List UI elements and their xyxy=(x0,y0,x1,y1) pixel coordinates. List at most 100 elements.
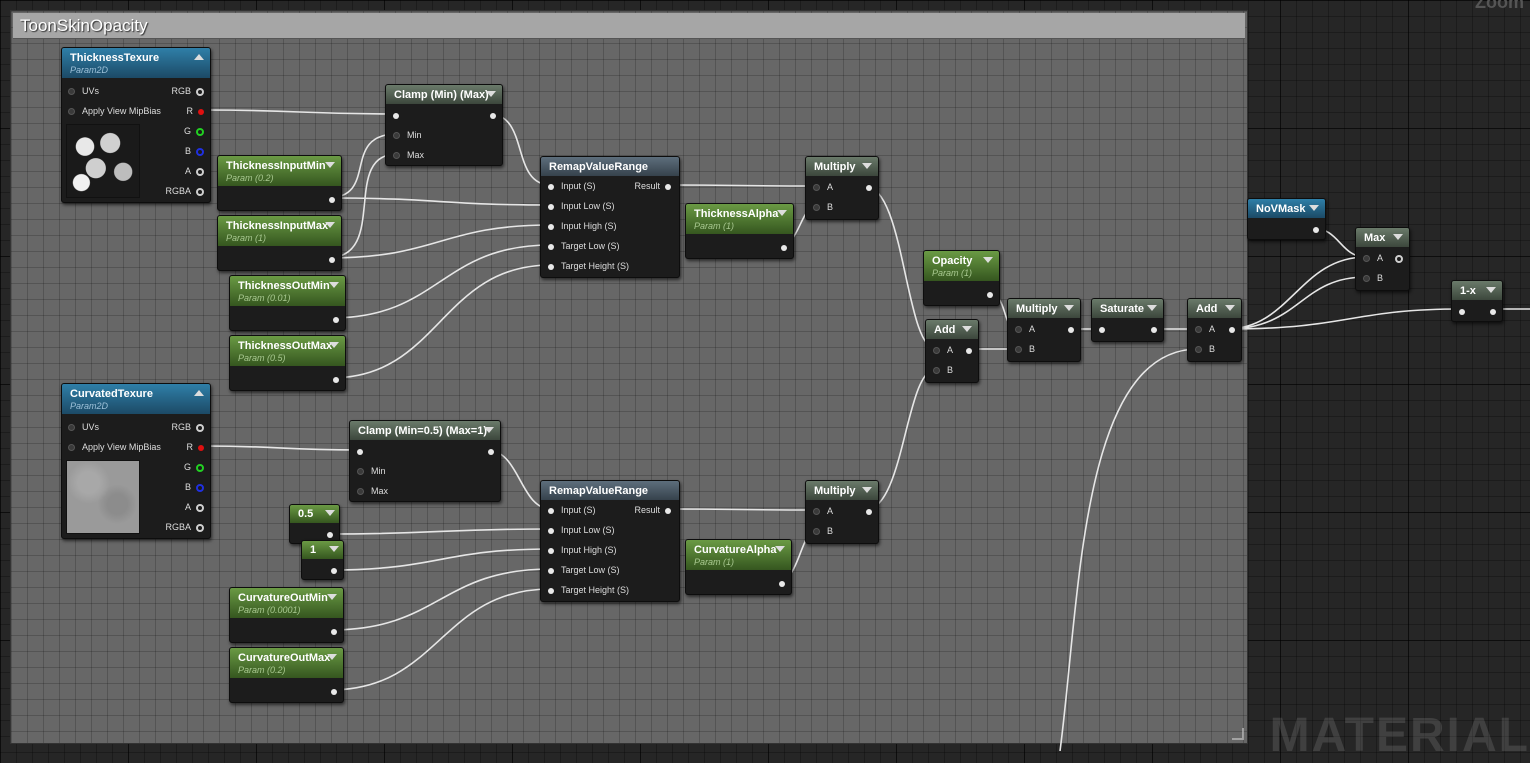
b-input-pin[interactable]: B xyxy=(1015,343,1035,355)
collapse-arrow-icon[interactable] xyxy=(327,654,337,660)
multiply-node[interactable]: Multiply A B xyxy=(1007,298,1081,362)
collapse-arrow-icon[interactable] xyxy=(325,222,335,228)
input-pin[interactable] xyxy=(357,445,370,457)
b-output-pin[interactable]: B xyxy=(185,145,204,157)
input-pin[interactable] xyxy=(1099,323,1112,335)
collapse-arrow-icon[interactable] xyxy=(486,91,496,97)
max-input-pin[interactable]: Max xyxy=(393,149,424,161)
target-low-pin[interactable]: Target Low (S) xyxy=(548,240,620,252)
b-input-pin[interactable]: B xyxy=(1363,272,1383,284)
collapse-arrow-icon[interactable] xyxy=(194,390,204,396)
collapse-arrow-icon[interactable] xyxy=(962,326,972,332)
output-pin[interactable] xyxy=(1485,305,1496,317)
rgba-output-pin[interactable]: RGBA xyxy=(165,185,204,197)
remap-value-range-node[interactable]: RemapValueRange Input (S) Input Low (S) … xyxy=(540,480,680,602)
collapse-arrow-icon[interactable] xyxy=(194,54,204,60)
mipbias-input-pin[interactable]: Apply View MipBias xyxy=(68,441,161,453)
result-output-pin[interactable]: Result xyxy=(634,180,671,192)
target-low-pin[interactable]: Target Low (S) xyxy=(548,564,620,576)
output-pin[interactable] xyxy=(1146,323,1157,335)
a-input-pin[interactable]: A xyxy=(1015,323,1035,335)
uvs-input-pin[interactable]: UVs xyxy=(68,85,99,97)
g-output-pin[interactable]: G xyxy=(184,125,204,137)
rgb-output-pin[interactable]: RGB xyxy=(171,85,204,97)
output-pin[interactable] xyxy=(861,181,872,193)
collapse-arrow-icon[interactable] xyxy=(1225,305,1235,311)
multiply-node[interactable]: Multiply A B xyxy=(805,156,879,220)
output-pin[interactable] xyxy=(322,528,333,540)
a-input-pin[interactable]: A xyxy=(1195,323,1215,335)
output-pin[interactable] xyxy=(483,445,494,457)
collapse-arrow-icon[interactable] xyxy=(329,546,339,552)
output-pin[interactable] xyxy=(328,373,339,385)
input-pin[interactable] xyxy=(393,109,406,121)
output-pin[interactable] xyxy=(961,344,972,356)
collapse-arrow-icon[interactable] xyxy=(329,282,339,288)
collapse-arrow-icon[interactable] xyxy=(1147,305,1157,311)
remap-value-range-node[interactable]: RemapValueRange Input (S) Input Low (S) … xyxy=(540,156,680,278)
input-pin[interactable]: Input (S) xyxy=(548,180,596,192)
b-input-pin[interactable]: B xyxy=(1195,343,1215,355)
max-node[interactable]: Max A B xyxy=(1355,227,1410,291)
input-pin[interactable] xyxy=(1459,305,1472,317)
collapse-arrow-icon[interactable] xyxy=(325,510,335,516)
output-pin[interactable] xyxy=(774,577,785,589)
rgb-output-pin[interactable]: RGB xyxy=(171,421,204,433)
add-node[interactable]: Add A B xyxy=(925,319,979,383)
g-output-pin[interactable]: G xyxy=(184,461,204,473)
output-pin[interactable] xyxy=(324,193,335,205)
collapse-arrow-icon[interactable] xyxy=(329,342,339,348)
output-pin[interactable] xyxy=(861,505,872,517)
a-input-pin[interactable]: A xyxy=(933,344,953,356)
collapse-arrow-icon[interactable] xyxy=(862,487,872,493)
min-input-pin[interactable]: Min xyxy=(393,129,422,141)
collapse-arrow-icon[interactable] xyxy=(484,427,494,433)
output-pin[interactable] xyxy=(326,685,337,697)
max-input-pin[interactable]: Max xyxy=(357,485,388,497)
saturate-node[interactable]: Saturate xyxy=(1091,298,1164,342)
output-pin[interactable] xyxy=(326,625,337,637)
novmask-node[interactable]: NoVMask xyxy=(1247,198,1326,240)
collapse-arrow-icon[interactable] xyxy=(775,546,785,552)
output-pin[interactable] xyxy=(776,241,787,253)
output-pin[interactable] xyxy=(324,253,335,265)
input-low-pin[interactable]: Input Low (S) xyxy=(548,200,615,212)
a-input-pin[interactable]: A xyxy=(813,181,833,193)
output-pin[interactable] xyxy=(982,288,993,300)
result-output-pin[interactable]: Result xyxy=(634,504,671,516)
a-input-pin[interactable]: A xyxy=(1363,252,1383,264)
mipbias-input-pin[interactable]: Apply View MipBias xyxy=(68,105,161,117)
collapse-arrow-icon[interactable] xyxy=(1393,234,1403,240)
input-low-pin[interactable]: Input Low (S) xyxy=(548,524,615,536)
target-height-pin[interactable]: Target Height (S) xyxy=(548,260,629,272)
r-output-pin[interactable]: R xyxy=(187,105,204,117)
comment-resize-handle[interactable] xyxy=(1232,728,1244,740)
rgba-output-pin[interactable]: RGBA xyxy=(165,521,204,533)
uvs-input-pin[interactable]: UVs xyxy=(68,421,99,433)
collapse-arrow-icon[interactable] xyxy=(1309,205,1319,211)
output-pin[interactable] xyxy=(1063,323,1074,335)
output-pin[interactable] xyxy=(328,313,339,325)
min-input-pin[interactable]: Min xyxy=(357,465,386,477)
input-high-pin[interactable]: Input High (S) xyxy=(548,220,617,232)
constant-node[interactable]: 1 xyxy=(301,540,344,580)
constant-node[interactable]: 0.5 xyxy=(289,504,340,544)
output-pin[interactable] xyxy=(1308,223,1319,235)
output-pin[interactable] xyxy=(326,564,337,576)
collapse-arrow-icon[interactable] xyxy=(777,210,787,216)
input-high-pin[interactable]: Input High (S) xyxy=(548,544,617,556)
collapse-arrow-icon[interactable] xyxy=(983,257,993,263)
output-pin[interactable] xyxy=(1390,252,1403,264)
collapse-arrow-icon[interactable] xyxy=(862,163,872,169)
